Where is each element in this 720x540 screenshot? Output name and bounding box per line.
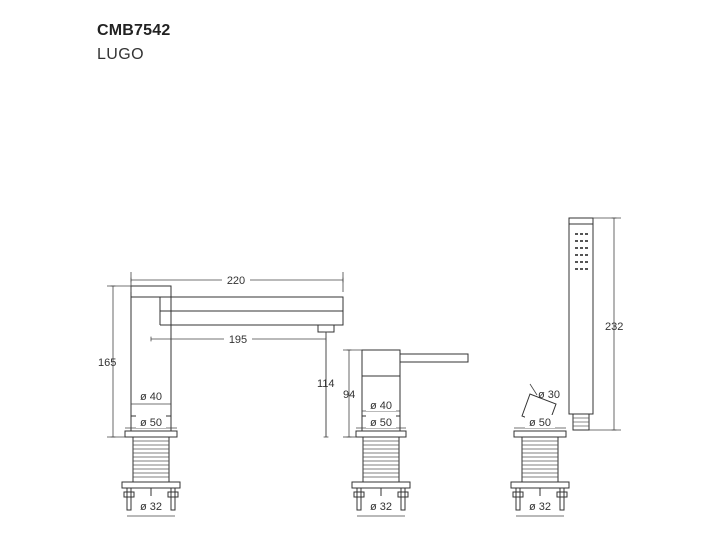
- dim-mixer-base-dia: ø 50: [370, 417, 392, 429]
- dim-spout-base-dia: ø 50: [140, 417, 162, 429]
- mixer-thread-lines: [363, 440, 399, 478]
- spray-nozzles: [575, 233, 588, 270]
- spout-base-flange: [124, 430, 178, 438]
- dim-handshower-length: 232: [605, 321, 623, 333]
- dim-mixer-height: 94: [343, 389, 355, 401]
- dim-mixer-inner-dia: ø 40: [370, 400, 392, 412]
- mixer-nut: [351, 481, 411, 489]
- dim-spout-thread-dia: ø 32: [140, 501, 162, 513]
- mixer-lever: [399, 353, 469, 363]
- connector-thread-lines: [573, 417, 589, 427]
- spout-thread: [132, 436, 170, 483]
- spout-nut: [121, 481, 181, 489]
- mixer-drawing: 114 94 ø 40 ø 50 ø 32: [317, 331, 469, 517]
- holder-thread: [521, 436, 559, 483]
- holder-nut: [510, 481, 570, 489]
- dim-mixer-thread-dia: ø 32: [370, 501, 392, 513]
- dim-spout-height: 165: [98, 357, 116, 369]
- holder-thread-lines: [522, 440, 558, 478]
- dim-holder-base-dia: ø 50: [529, 417, 551, 429]
- dim-spout-reach: 195: [229, 334, 247, 346]
- handshower-drawing: 232: [568, 217, 623, 431]
- dim-spout-length: 220: [227, 275, 245, 287]
- spout-thread-lines: [133, 440, 169, 478]
- holder-base-flange: [513, 430, 567, 438]
- mixer-thread: [362, 436, 400, 483]
- spout-drawing: 220 195 165 ø 40 ø 50 ø 32: [98, 272, 344, 517]
- product-name: LUGO: [97, 46, 144, 63]
- spout-outlet: [317, 325, 335, 333]
- dim-mixer-outlet-height: 114: [317, 378, 335, 390]
- dim-holder-thread-dia: ø 32: [529, 501, 551, 513]
- dim-spout-inner-dia: ø 40: [140, 391, 162, 403]
- mixer-base-flange: [355, 430, 407, 438]
- holder-drawing: ø 30 ø 50 ø 32: [510, 383, 570, 517]
- dim-holder-head-dia: ø 30: [538, 389, 560, 401]
- product-code: CMB7542: [97, 22, 171, 39]
